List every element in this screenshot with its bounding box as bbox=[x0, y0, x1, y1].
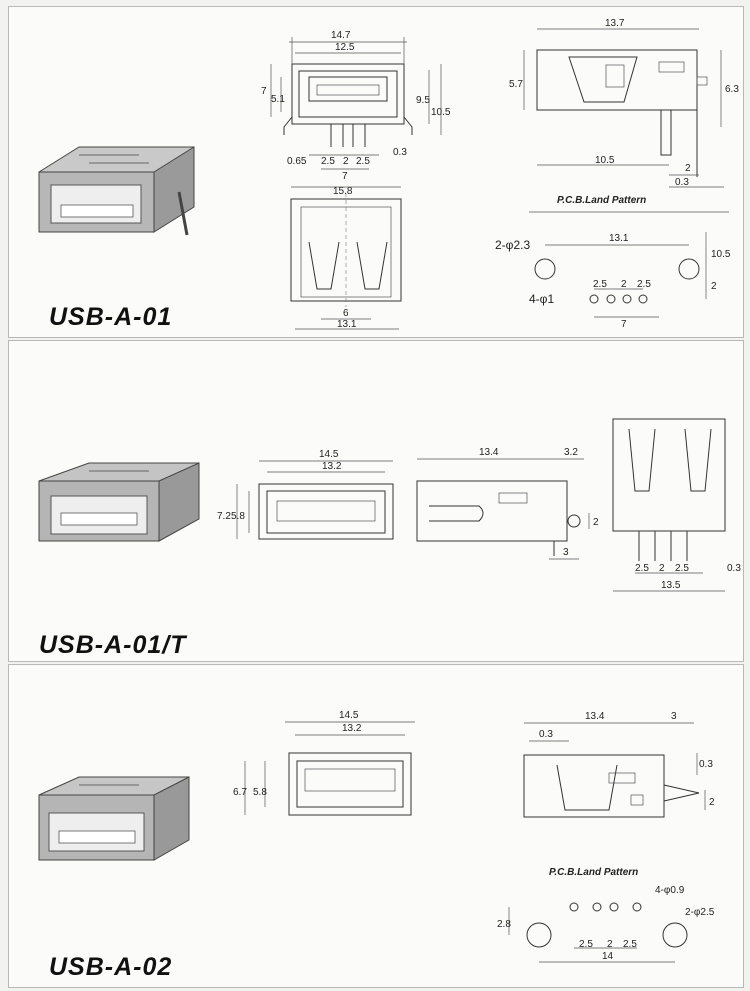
usb-a-02-drawings: 14.5 13.2 6.7 5.8 13.4 3 0.3 0.3 2 P.C.B… bbox=[38, 710, 715, 963]
dim-t-front-h-outer: 7.2 bbox=[217, 511, 231, 522]
pcb-height-3: 2.8 bbox=[497, 919, 511, 930]
dim-front-h-right-inner: 9.5 bbox=[416, 95, 430, 106]
dim-t-back-width: 13.5 bbox=[661, 580, 681, 591]
usb-a-01-t-back-view bbox=[612, 418, 726, 592]
dim-front-pin-p3: 2.5 bbox=[356, 156, 370, 167]
dim-side-length: 13.7 bbox=[605, 18, 625, 29]
dim-front-top-width: 14.7 bbox=[331, 30, 351, 41]
dim-side-pin-w: 2 bbox=[685, 163, 691, 174]
usb-a-01-front-view bbox=[270, 37, 442, 170]
usb-a-01-t-drawings: 14.5 13.2 7.2 5.8 13.4 3.2 2 3 2.5 2 2.5… bbox=[38, 418, 741, 592]
usb-a-01-t-photo bbox=[38, 462, 200, 542]
dim-bottom-slot: 6 bbox=[343, 308, 349, 319]
dim-t-back-p3: 2.5 bbox=[675, 563, 689, 574]
dim-side-height-right: 6.3 bbox=[725, 84, 739, 95]
pcb-hole-small-1: 4-φ1 bbox=[529, 292, 554, 306]
pcb-title-3: P.C.B.Land Pattern bbox=[549, 867, 638, 878]
model-name-usb-a-02: USB-A-02 bbox=[49, 953, 173, 981]
pcb-hole-large-3: 2-φ2.5 bbox=[685, 907, 715, 918]
usb-a-01-photo bbox=[38, 146, 195, 236]
dim-front-pin-total: 7 bbox=[342, 171, 348, 182]
dim-side-pin-t: 0.3 bbox=[675, 177, 689, 188]
dim-t-side-length: 13.4 bbox=[479, 447, 499, 458]
pcb-title-1: P.C.B.Land Pattern bbox=[557, 195, 646, 206]
section-usb-a-01: 14.7 12.5 7 5.1 9.5 10.5 0.65 2.5 2 2.5 … bbox=[8, 6, 744, 338]
dim-t-back-p2: 2 bbox=[659, 563, 665, 574]
dim-02-side-offset-right: 0.3 bbox=[699, 759, 713, 770]
dim-t-back-edge: 0.3 bbox=[727, 563, 741, 574]
usb-a-02-front-view bbox=[244, 721, 415, 816]
dim-02-front-outer: 14.5 bbox=[339, 710, 359, 721]
usb-a-01-drawings: 14.7 12.5 7 5.1 9.5 10.5 0.65 2.5 2 2.5 … bbox=[38, 18, 739, 330]
dim-front-h-left-inner: 5.1 bbox=[271, 94, 285, 105]
dim-02-front-h-inner: 5.8 bbox=[253, 787, 267, 798]
usb-a-01-side-view bbox=[523, 28, 724, 188]
dim-t-front-inner: 13.2 bbox=[322, 461, 342, 472]
dim-t-side-tab-h: 2 bbox=[593, 517, 599, 528]
pcb-p1-3: 2.5 bbox=[579, 939, 593, 950]
dim-front-h-left-outer: 7 bbox=[261, 86, 267, 97]
pcb-p1-1: 2.5 bbox=[593, 279, 607, 290]
dim-front-pin-offset: 0.65 bbox=[287, 156, 307, 167]
dim-t-side-tab: 3.2 bbox=[564, 447, 578, 458]
pcb-height-1: 10.5 bbox=[711, 249, 731, 260]
usb-a-01-t-front-view bbox=[236, 460, 394, 540]
pcb-p2-1: 2 bbox=[621, 279, 627, 290]
pcb-p2-3: 2 bbox=[607, 939, 613, 950]
pcb-total-1: 7 bbox=[621, 319, 627, 330]
dim-front-pin-p1: 2.5 bbox=[321, 156, 335, 167]
dim-side-height-left: 5.7 bbox=[509, 79, 523, 90]
usb-a-01-t-dimensions: 14.5 13.2 7.2 5.8 13.4 3.2 2 3 2.5 2 2.5… bbox=[217, 447, 741, 591]
dim-bottom-width: 15.8 bbox=[333, 186, 353, 197]
dim-bottom-base: 13.1 bbox=[337, 319, 357, 330]
model-name-usb-a-01: USB-A-01 bbox=[49, 303, 173, 331]
dim-side-base: 10.5 bbox=[595, 155, 615, 166]
usb-a-01-bottom-view bbox=[290, 186, 402, 330]
dim-02-front-h-outer: 6.7 bbox=[233, 787, 247, 798]
section-usb-a-01-t: 14.5 13.2 7.2 5.8 13.4 3.2 2 3 2.5 2 2.5… bbox=[8, 340, 744, 662]
usb-a-01-t-side-view bbox=[416, 458, 590, 560]
usb-a-01-dimensions: 14.7 12.5 7 5.1 9.5 10.5 0.65 2.5 2 2.5 … bbox=[261, 18, 739, 330]
usb-a-02-pcb-pattern bbox=[508, 902, 688, 963]
dim-02-side-length: 13.4 bbox=[585, 711, 605, 722]
dim-02-side-offset-left: 0.3 bbox=[539, 729, 553, 740]
dim-t-front-h-inner: 5.8 bbox=[231, 511, 245, 522]
usb-a-02-side-view bbox=[523, 722, 706, 818]
dim-02-side-tab: 3 bbox=[671, 711, 677, 722]
usb-a-02-dimensions: 14.5 13.2 6.7 5.8 13.4 3 0.3 0.3 2 P.C.B… bbox=[233, 710, 715, 962]
pcb-hole-small-3: 4-φ0.9 bbox=[655, 885, 685, 896]
dim-t-side-pin: 3 bbox=[563, 547, 569, 558]
dim-front-inner-width: 12.5 bbox=[335, 42, 355, 53]
dim-t-back-p1: 2.5 bbox=[635, 563, 649, 574]
pcb-offset-1: 2 bbox=[711, 281, 717, 292]
usb-a-02-photo bbox=[38, 776, 190, 861]
dim-02-side-tab-h: 2 bbox=[709, 797, 715, 808]
dim-front-h-right-outer: 10.5 bbox=[431, 107, 451, 118]
usb-a-01-pcb-pattern bbox=[529, 211, 729, 318]
pcb-p3-3: 2.5 bbox=[623, 939, 637, 950]
dim-front-pin-p2: 2 bbox=[343, 156, 349, 167]
pcb-p3-1: 2.5 bbox=[637, 279, 651, 290]
dim-front-lead: 0.3 bbox=[393, 147, 407, 158]
pcb-span-1: 13.1 bbox=[609, 233, 629, 244]
pcb-span-3: 14 bbox=[602, 951, 614, 962]
section-usb-a-02: 14.5 13.2 6.7 5.8 13.4 3 0.3 0.3 2 P.C.B… bbox=[8, 664, 744, 988]
model-name-usb-a-01-t: USB-A-01/T bbox=[39, 631, 187, 659]
dim-02-front-inner: 13.2 bbox=[342, 723, 362, 734]
pcb-hole-large-1: 2-φ2.3 bbox=[495, 238, 530, 252]
dim-t-front-outer: 14.5 bbox=[319, 449, 339, 460]
